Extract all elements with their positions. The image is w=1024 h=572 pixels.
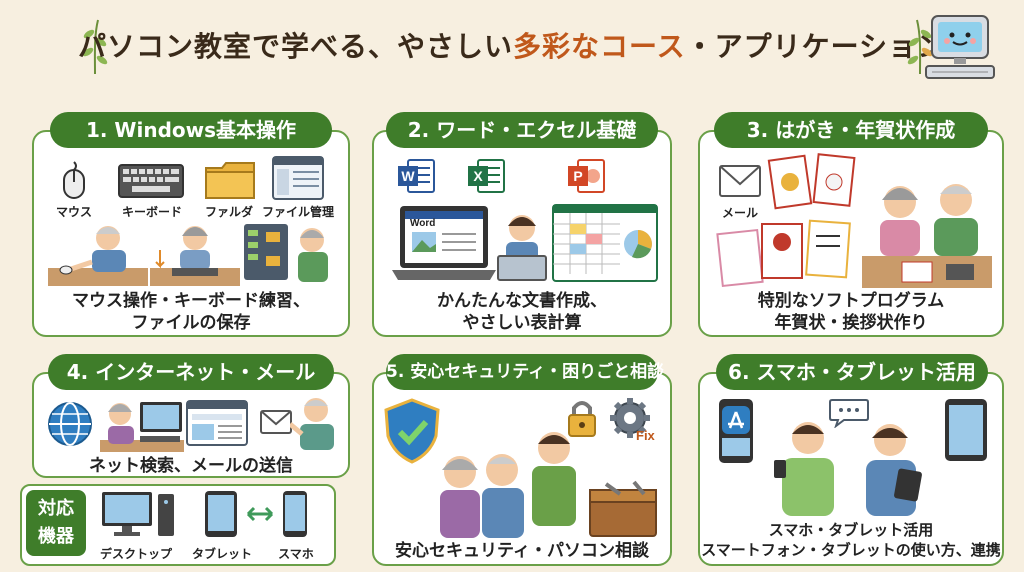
browser-window-illustration (186, 400, 248, 446)
course-heading: 5. 安心セキュリティ・困りごと相談 (386, 354, 664, 390)
label-mouse: マウス (55, 205, 92, 219)
senior-typing-illustration (150, 226, 240, 286)
leaf-icon (82, 19, 108, 75)
course-caption: スマホ・タブレット活用 スマートフォン・タブレットの使い方、連携 (698, 520, 1004, 560)
smartphone-icon (283, 491, 307, 537)
label-file-manager: ファイル管理 (261, 205, 334, 219)
screen-label-word: Word (410, 218, 436, 229)
course-caption: ネット検索、メールの送信 (32, 455, 350, 477)
svg-text:W: W (401, 168, 415, 184)
tablet-icon (205, 491, 237, 537)
tag-line: 対応 (38, 498, 74, 519)
keyboard-icon (118, 164, 184, 198)
smartphone-users-illustration (774, 422, 922, 516)
new-year-cards-illustration (716, 153, 856, 288)
course-caption: かんたんな文書作成、 やさしい表計算 (372, 290, 672, 334)
file-manager-icon (272, 156, 324, 200)
tag-line: 機器 (38, 526, 74, 547)
leaf-icon (907, 19, 933, 75)
title-text: パソコン教室で学べる、やさしい (77, 30, 513, 63)
caption-line: ネット検索、メールの送信 (89, 456, 293, 476)
caption-line: やさしい表計算 (462, 313, 582, 333)
mail-icon (260, 410, 292, 434)
svg-text:P: P (573, 168, 582, 184)
shield-icon (384, 398, 440, 464)
mail-icon (719, 165, 761, 197)
course-heading: 2. ワード・エクセル基礎 (386, 112, 658, 148)
excel-icon: X (468, 159, 505, 193)
course-caption: 安心セキュリティ・パソコン相談 (372, 540, 672, 562)
chat-bubble-icon (829, 399, 869, 428)
folder-icon (205, 162, 255, 199)
course-heading: 4. インターネット・メール (48, 354, 334, 390)
svg-text:X: X (473, 168, 483, 184)
globe-icon (48, 402, 92, 446)
senior-computer-illustration (100, 402, 184, 452)
desktop-icon (102, 492, 174, 536)
course-heading: 3. はがき・年賀状作成 (714, 112, 988, 148)
label-mail: メール (721, 206, 758, 220)
sync-arrow-icon (246, 506, 274, 522)
course-caption: 特別なソフトプログラム 年賀状・挨拶状作り (698, 290, 1004, 334)
caption-line: かんたんな文書作成、 (437, 291, 607, 311)
spreadsheet-illustration (552, 204, 658, 282)
senior-couple-illustration (862, 184, 992, 288)
caption-line: 安心セキュリティ・パソコン相談 (395, 541, 649, 561)
senior-using-mouse-illustration (48, 226, 148, 286)
caption-line: 年賀状・挨拶状作り (774, 313, 928, 333)
gear-icon (610, 398, 650, 438)
device-label-smartphone: スマホ (278, 547, 314, 561)
course-caption: マウス操作・キーボード練習、 ファイルの保存 (32, 290, 350, 334)
powerpoint-icon: P (568, 159, 605, 193)
title-accent: 多彩なコース (512, 30, 686, 63)
senior-files-illustration (244, 224, 328, 282)
lock-icon (568, 401, 596, 437)
senior-man-illustration (290, 398, 334, 450)
caption-line: ファイルの保存 (131, 313, 251, 333)
student-laptop-illustration (497, 215, 547, 281)
caption-line: マウス操作・キーボード練習、 (72, 291, 310, 311)
title-text-2: ・アプリケーション (685, 30, 947, 63)
device-label-desktop: デスクトップ (99, 547, 172, 561)
tablet-icon (945, 399, 987, 461)
page-title: パソコン教室で学べる、やさしい多彩なコース・アプリケーション (0, 22, 1024, 72)
laptop-word-illustration (392, 206, 496, 280)
pc-mascot-icon (925, 15, 995, 79)
label-keyboard: キーボード (121, 205, 182, 219)
supported-devices-tag: 対応 機器 (26, 490, 86, 556)
word-icon: W (398, 159, 435, 193)
label-folder: ファルダ (204, 205, 253, 219)
app-store-icon (719, 399, 753, 463)
device-label-tablet: タブレット (191, 547, 252, 561)
caption-line: スマートフォン・タブレットの使い方、連携 (701, 541, 1001, 559)
caption-line: 特別なソフトプログラム (757, 291, 945, 311)
course-heading: 6. スマホ・タブレット活用 (716, 354, 988, 390)
course-heading: 1. Windows基本操作 (50, 112, 332, 148)
fix-label: Fix (636, 428, 655, 443)
caption-line: スマホ・タブレット活用 (768, 521, 934, 539)
consultation-illustration (440, 432, 657, 538)
mouse-icon (63, 161, 85, 199)
